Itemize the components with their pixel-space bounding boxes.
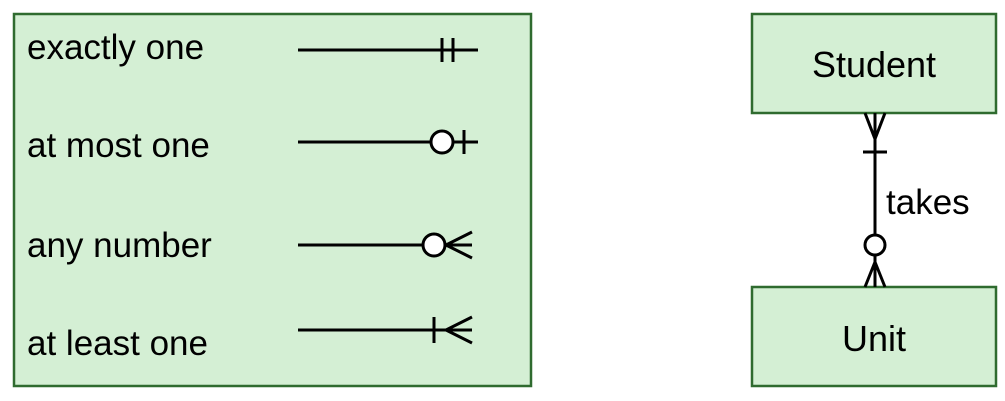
entity-student-box xyxy=(750,12,998,115)
zero-or-many-symbol xyxy=(298,230,473,260)
exactly-one-symbol xyxy=(298,38,478,62)
one-or-many-symbol xyxy=(298,315,473,345)
legend-label-exactly-one: exactly one xyxy=(27,28,204,67)
legend-label-at-least-one: at least one xyxy=(27,324,208,363)
relationship-line xyxy=(863,112,887,288)
zero-or-one-symbol xyxy=(298,129,478,155)
legend-label-at-most-one: at most one xyxy=(27,126,210,165)
legend-box xyxy=(12,12,533,388)
entity-unit-label: Unit xyxy=(842,318,906,359)
legend-label-any-number: any number xyxy=(27,226,212,265)
entity-student-label: Student xyxy=(812,44,936,85)
relationship-label: takes xyxy=(886,183,970,222)
